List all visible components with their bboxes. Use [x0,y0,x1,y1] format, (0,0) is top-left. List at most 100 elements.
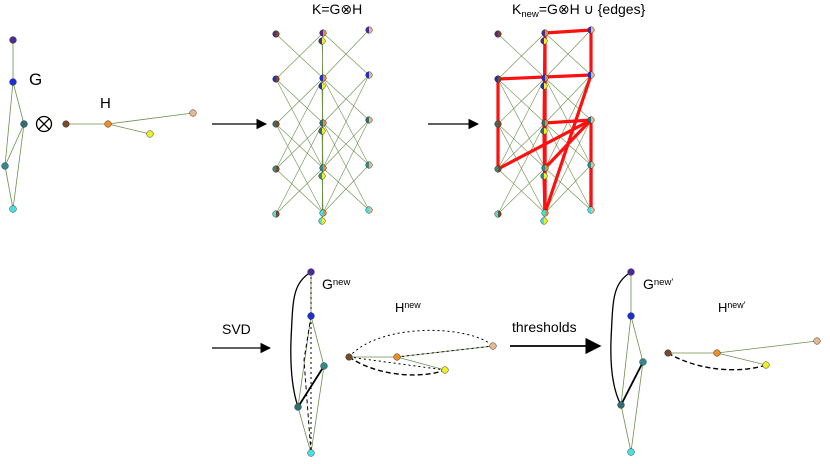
k-edge [322,29,370,79]
knew-edge [544,29,592,79]
g-new-node [320,362,328,370]
knew-edge [544,164,592,214]
knew-base: K [512,1,522,17]
k-edge [322,119,370,169]
graph-h [66,112,194,135]
k-node [272,210,280,218]
knew-added-edge [543,28,593,35]
h-new-node [345,353,353,361]
k-node [319,164,327,172]
h-new-prime-base: H [718,300,728,315]
graph-g-new [290,271,325,454]
h-new-sup: new [404,300,421,311]
g-new-prime-base: G [643,276,654,292]
k-node [319,119,327,127]
graph-h-new [348,329,494,376]
k-node [319,74,327,82]
k-node [318,217,326,225]
graph-g-new-nodes [294,268,328,457]
knew-node [494,120,502,128]
graph-k-edges [275,29,370,222]
knew-edge [544,74,592,124]
k-node [318,82,326,90]
knew-edge [497,77,546,170]
k-node [365,26,373,34]
g-node [9,78,17,86]
g-new-node [307,312,315,320]
graph-h-new-prime-nodes [664,337,821,369]
knew-node [540,82,548,90]
label-h: H [100,95,111,112]
g-node [9,205,17,213]
knew-node [540,217,548,225]
knew-added-edge [542,129,547,215]
knew-node [541,119,549,127]
graph-knew-nodes [494,26,595,225]
k-edge [275,77,324,170]
h-new-node [441,366,449,374]
g-node [20,120,28,128]
g-new-sup: new [332,276,351,288]
knew-edge [544,119,592,214]
g-new-prime-node [627,268,635,276]
k-node [365,206,373,214]
h-new-prime-node [762,361,770,369]
k-node [272,30,280,38]
h-new-node [393,353,401,361]
g-new-base: G [322,276,333,292]
label-k-title: K=G⊗H [312,1,363,17]
k-node [272,120,280,128]
graph-h-new-prime [667,340,818,371]
g-new-prime-node [617,401,625,409]
h-node [189,109,197,117]
knew-node [494,165,502,173]
g-new-prime-node [627,312,635,320]
k-edge [275,77,324,125]
graph-g-nodes [1,36,28,213]
k-edge [322,164,370,214]
knew-node [540,127,548,135]
k-edge [321,175,324,214]
knew-node [587,71,595,79]
label-thresholds: thresholds [512,319,577,335]
g-new-node [307,268,315,276]
g-node [1,162,9,170]
knew-added-edge [543,118,593,125]
h-new-prime-node [813,337,821,345]
g-new-node [307,449,315,457]
label-knew-title: Knew=G⊗H ∪ {edges} [512,1,646,19]
knew-node [587,161,595,169]
knew-edge [497,122,546,215]
k-node [318,127,326,135]
knew-added-edge [543,118,593,170]
knew-node [587,206,595,214]
knew-rest: =G⊗H ∪ {edges} [538,1,646,17]
knew-edge [497,77,546,125]
label-g-new: Gnew [322,277,350,292]
graph-k-nodes [272,26,373,225]
k-edge [322,74,370,124]
h-new-prime-node [664,349,672,357]
k-edge [322,119,370,214]
g-new-prime-node [639,358,647,366]
g-new-prime-sup: new' [653,276,674,288]
knew-edge [497,122,546,170]
knew-edge [497,32,546,80]
label-g: G [29,70,43,89]
knew-edge [497,167,546,215]
label-svd: SVD [222,321,251,337]
knew-node [541,164,549,172]
label-h-new: Hnew [395,301,421,314]
k-node [365,116,373,124]
knew-node [494,210,502,218]
knew-node [540,172,548,180]
h-node [62,120,70,128]
h-new-prime-node [713,349,721,357]
knew-node [494,75,502,83]
k-node [365,161,373,169]
h-new-base: H [395,300,405,315]
label-h-new-prime: Hnew' [718,301,745,314]
k-node [318,37,326,45]
k-edge [275,122,324,170]
